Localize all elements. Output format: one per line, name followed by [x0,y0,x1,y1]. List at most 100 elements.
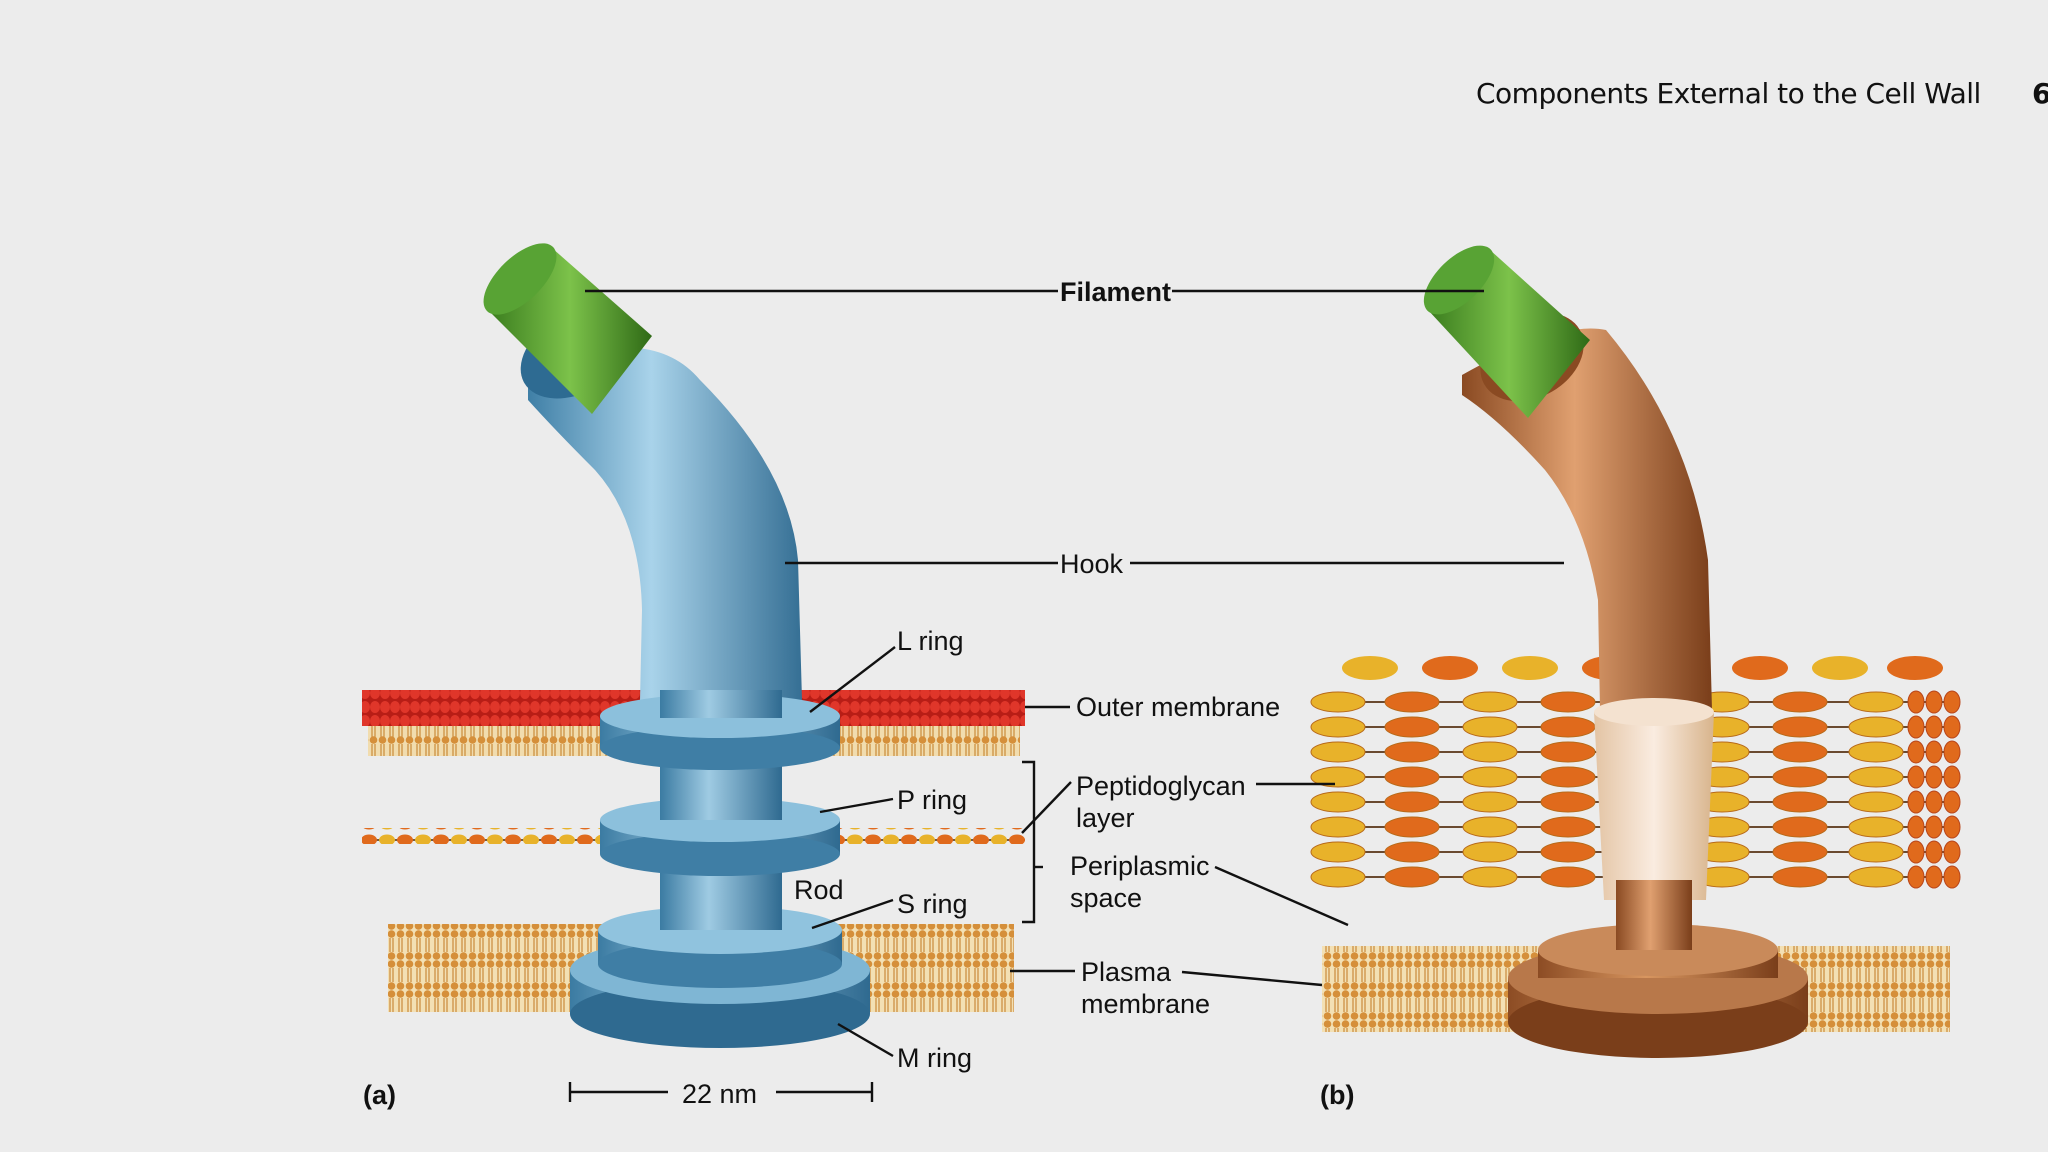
peptidoglycan-unit [1462,816,1518,838]
peptidoglycan-end-unit [1907,715,1925,739]
label-panel-a: (a) [363,1080,396,1110]
peptidoglycan-unit [1540,766,1596,788]
l-ring-leader [809,646,896,713]
peptidoglycan-unit [1772,691,1828,713]
peptidoglycan-unit [1310,716,1366,738]
panel-a-flagellum [362,243,1025,1048]
peptidoglycan-unit [1848,866,1904,888]
peptidoglycan-unit [1462,766,1518,788]
peptidoglycan-unit [1772,741,1828,763]
peptidoglycan-unit [1772,716,1828,738]
peptidoglycan-unit [1540,691,1596,713]
peptidoglycan-unit [1772,766,1828,788]
label-periplasmic-1: Periplasmic [1070,851,1210,881]
panel-b-flagellum [1310,245,1961,1058]
peptidoglycan-unit [1384,691,1440,713]
label-s-ring: S ring [897,889,968,919]
peptidoglycan-unit [1540,816,1596,838]
peptidoglycan-unit [1848,841,1904,863]
peptidoglycan-end-unit [1943,790,1961,814]
peptidoglycan-end-unit [1943,765,1961,789]
label-l-ring: L ring [897,626,964,656]
label-filament: Filament [1060,277,1171,307]
peptidoglycan-unit [1772,791,1828,813]
peptidoglycan-end-unit [1925,740,1943,764]
peptidoglycan-unit [1384,816,1440,838]
peptidoglycan-unit [1772,816,1828,838]
filament-a [483,243,652,414]
peptidoglycan-unit [1310,866,1366,888]
peptidoglycan-end-unit [1925,815,1943,839]
peptidoglycan-unit [1540,841,1596,863]
label-periplasmic-2: space [1070,883,1142,913]
peptidoglycan-unit [1384,791,1440,813]
peptidoglycan-unit [1310,816,1366,838]
label-peptidoglycan-1: Peptidoglycan [1076,771,1246,801]
hook-a [528,347,802,700]
p-ring [600,774,840,876]
peptidoglycan-end-unit [1943,865,1961,889]
peptidoglycan-unit [1462,791,1518,813]
hook-b [1462,328,1712,710]
peptidoglycan-end-unit [1925,765,1943,789]
peptidoglycan-unit [1848,716,1904,738]
peptidoglycan-unit [1384,766,1440,788]
peptidoglycan-end-unit [1925,715,1943,739]
peptidoglycan-unit [1462,716,1518,738]
label-panel-b: (b) [1320,1080,1354,1110]
peptidoglycan-end-unit [1943,815,1961,839]
peptidoglycan-unit [1540,741,1596,763]
peptidoglycan-end-unit [1943,740,1961,764]
peptidoglycan-leader-a [1021,781,1072,834]
label-plasma-2: membrane [1081,989,1210,1019]
peptidoglycan-unit [1772,841,1828,863]
label-peptidoglycan-2: layer [1076,803,1135,833]
peptidoglycan-unit [1384,841,1440,863]
m-ring-leader [837,1022,894,1058]
scale-bar [568,1082,874,1102]
peptidoglycan-end-unit [1943,715,1961,739]
peptidoglycan-unit [1310,791,1366,813]
peptidoglycan-end-unit [1925,790,1943,814]
peptidoglycan-end-unit [1907,690,1925,714]
peptidoglycan-end-unit [1907,790,1925,814]
peptidoglycan-unit [1310,766,1366,788]
peptidoglycan-unit [1848,816,1904,838]
peptidoglycan-end-unit [1943,690,1961,714]
periplasm-bracket [1022,760,1036,924]
l-ring [600,690,840,770]
peptidoglycan-unit [1848,766,1904,788]
peptidoglycan-end-unit [1907,865,1925,889]
peptidoglycan-end-unit [1925,690,1943,714]
peptidoglycan-unit [1848,791,1904,813]
page-header-title: Components External to the Cell Wall [1476,77,1981,110]
plasma-membrane-leader-b [1181,970,1323,987]
peptidoglycan-unit [1462,691,1518,713]
peptidoglycan-unit [1462,866,1518,888]
basal-body-b [1508,900,1808,1058]
peptidoglycan-unit [1462,841,1518,863]
peptidoglycan-end-unit [1907,765,1925,789]
peptidoglycan-unit [1540,791,1596,813]
peptidoglycan-unit [1310,741,1366,763]
peptidoglycan-end-unit [1907,815,1925,839]
peptidoglycan-unit [1540,716,1596,738]
peptidoglycan-end-unit [1925,840,1943,864]
label-hook: Hook [1060,549,1124,579]
label-rod: Rod [794,875,844,905]
page-number: 6 [2032,77,2048,110]
peptidoglycan-unit [1848,691,1904,713]
peptidoglycan-unit [1384,741,1440,763]
label-p-ring: P ring [897,785,967,815]
p-ring-leader [819,797,894,814]
peptidoglycan-unit [1384,866,1440,888]
peptidoglycan-end-unit [1925,865,1943,889]
peptidoglycan-unit [1848,741,1904,763]
label-m-ring: M ring [897,1043,972,1073]
peptidoglycan-unit [1384,716,1440,738]
peptidoglycan-end-unit [1907,840,1925,864]
label-outer-membrane: Outer membrane [1076,692,1280,722]
peptidoglycan-unit [1310,691,1366,713]
